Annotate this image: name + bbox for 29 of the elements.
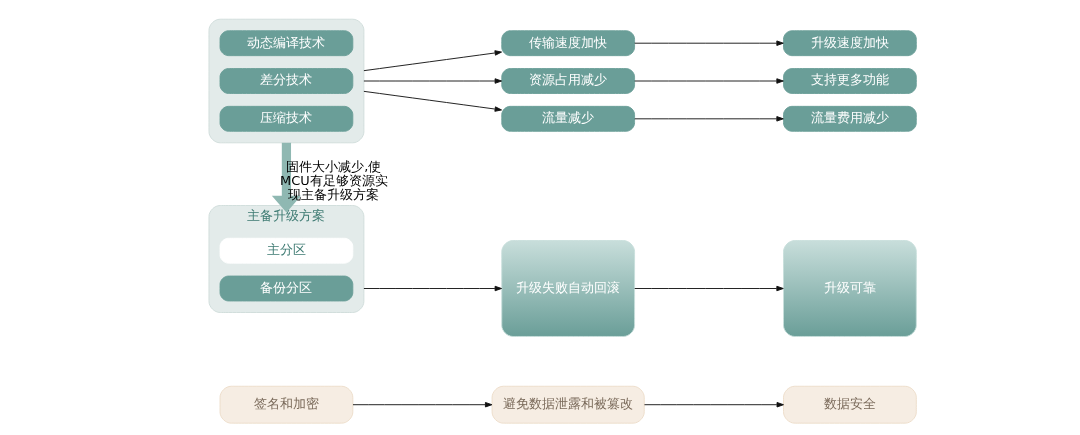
- node-box: 备份分区: [219, 275, 353, 302]
- arrow: [643, 402, 784, 408]
- node-box: 压缩技术: [219, 105, 353, 132]
- arrow: [271, 142, 301, 213]
- node-box: 传输速度加快: [500, 30, 635, 57]
- node-box: 避免数据泄露和被篡改: [491, 385, 645, 424]
- node-box: 资源占用减少: [500, 68, 635, 94]
- edge-label: 固件大小减少,使MCU有足够资源实现主备升级方案: [279, 159, 388, 202]
- arrow: [633, 78, 784, 84]
- cluster: [208, 18, 364, 144]
- node-box: 流量减少: [500, 105, 635, 132]
- node-box: 差分技术: [219, 68, 353, 94]
- arrow: [362, 78, 502, 84]
- node-box: 流量费用减少: [782, 105, 917, 132]
- node-box: 升级速度加快: [782, 30, 917, 57]
- node-box: 数据安全: [782, 385, 917, 424]
- node-box: 升级失败自动回滚: [500, 240, 635, 337]
- node-box: 签名和加密: [219, 385, 353, 424]
- arrow: [362, 50, 502, 72]
- node-box: 升级可靠: [782, 240, 917, 337]
- arrow: [633, 40, 784, 46]
- node-box: 支持更多功能: [782, 68, 917, 94]
- arrow: [362, 90, 502, 112]
- arrow: [633, 285, 784, 292]
- node-box: 主分区: [219, 237, 353, 264]
- node-box: 动态编译技术: [219, 30, 353, 57]
- arrow: [633, 116, 784, 122]
- arrow: [352, 402, 492, 408]
- arrow: [362, 285, 502, 292]
